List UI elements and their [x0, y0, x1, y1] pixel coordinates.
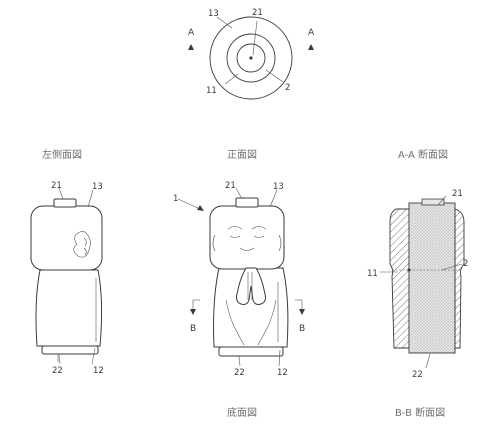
ref-13-label: 13 — [208, 9, 219, 19]
section-a-right-arrow — [308, 44, 314, 50]
section-a-right-label: A — [308, 28, 315, 38]
section-left-wall — [389, 208, 410, 349]
section-b-left-label: B — [190, 324, 196, 334]
front-ref-1-label: 1 — [173, 194, 178, 204]
section-ref-2-label: 2 — [463, 259, 468, 269]
left-ref-21-label: 21 — [51, 181, 62, 191]
front-top-cap — [235, 197, 259, 208]
caption-section-bb: B-B 断面図 — [395, 406, 445, 419]
front-ref-22-label: 22 — [234, 368, 245, 378]
section-b-left-arrow — [190, 309, 196, 315]
left-base — [41, 345, 99, 355]
front-ref-21-label: 21 — [225, 181, 236, 191]
left-ref-22-label: 22 — [52, 366, 63, 376]
left-ref-12-label: 12 — [93, 366, 104, 376]
front-mouth — [239, 247, 255, 251]
section-ref-21-label: 21 — [452, 189, 463, 199]
front-right-eyebrow — [251, 226, 267, 230]
section-top-cap — [421, 198, 445, 206]
section-a-left-arrow — [188, 44, 194, 50]
section-ref-22-label: 22 — [412, 370, 423, 380]
caption-front-view: 正面図 — [227, 149, 257, 161]
top-view: 13 21 11 2 A A — [188, 8, 315, 100]
section-a-left-label: A — [188, 28, 195, 38]
front-ref-13-label: 13 — [273, 182, 284, 192]
front-left-eye — [229, 235, 241, 238]
inner-ring — [236, 43, 266, 73]
middle-ring — [226, 33, 276, 83]
section-aa-view: 21 2 11 22 — [367, 189, 468, 380]
caption-section-aa: A-A 断面図 — [398, 148, 448, 161]
left-lower-body — [35, 269, 103, 347]
ref-11-label: 11 — [206, 86, 217, 96]
left-head — [30, 205, 103, 271]
section-right-wall — [454, 208, 465, 349]
front-lower-body — [213, 267, 289, 348]
section-b-right-label: B — [299, 324, 305, 334]
caption-bottom-view: 底面図 — [227, 406, 257, 419]
ref-2-label: 2 — [285, 83, 290, 93]
ref-21-label: 21 — [252, 8, 263, 18]
section-ref-11-label: 11 — [367, 269, 378, 279]
left-side-view: 21 13 22 12 — [30, 181, 104, 376]
front-head — [209, 205, 285, 270]
section-b-right-arrow — [299, 309, 305, 315]
section-core — [408, 202, 456, 354]
front-view: 1 21 13 22 12 B B — [173, 181, 305, 378]
front-ref-12-label: 12 — [277, 368, 288, 378]
left-ref-13-label: 13 — [92, 182, 103, 192]
left-top-cap — [53, 198, 77, 208]
front-right-eye — [253, 235, 265, 238]
front-left-eyebrow — [227, 226, 243, 230]
center-dot — [249, 56, 253, 60]
front-base — [218, 346, 284, 357]
outer-ring — [209, 16, 293, 100]
caption-left-view: 左側面図 — [42, 148, 82, 161]
